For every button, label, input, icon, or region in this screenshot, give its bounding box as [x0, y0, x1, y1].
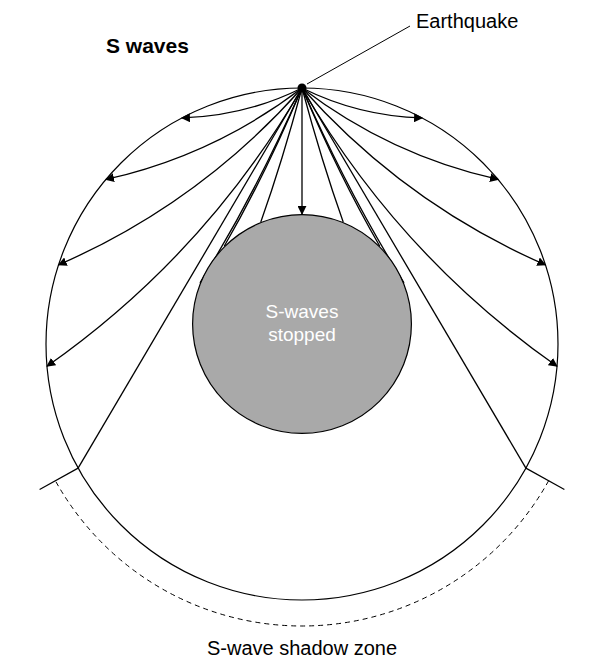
core-label: S-waves stopped [252, 301, 352, 347]
core-circle: S-waves stopped [192, 214, 412, 434]
shadow-zone-label: S-wave shadow zone [207, 637, 397, 660]
s-wave-ray [182, 88, 302, 118]
s-wave-ray [106, 88, 302, 179]
shadow-boundary-tick [40, 468, 78, 489]
s-wave-ray [261, 88, 302, 222]
diagram-title: S waves [106, 34, 189, 58]
s-wave-ray [302, 88, 422, 118]
shadow-zone-arc [55, 481, 548, 626]
s-wave-ray [302, 88, 343, 222]
s-wave-ray [302, 88, 498, 179]
shadow-zone-marks [40, 468, 565, 626]
earthquake-label: Earthquake [416, 10, 518, 33]
s-wave-ray [301, 88, 302, 214]
core-fill [193, 215, 412, 434]
core-text-holder: S-waves stopped [192, 214, 412, 434]
earthquake-dot [298, 84, 307, 93]
ray-group [47, 88, 557, 468]
shadow-boundary-tick [526, 468, 564, 489]
earth-outline [46, 88, 558, 600]
leader-line [307, 26, 410, 84]
